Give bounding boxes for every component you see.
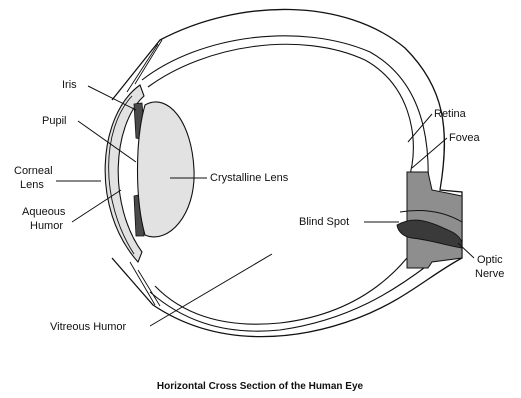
label-aqueous-humor-line2: Humor <box>30 220 63 232</box>
crystalline-lens <box>138 102 195 237</box>
label-corneal-lens-line1: Corneal <box>14 165 53 177</box>
label-blind-spot: Blind Spot <box>299 216 349 228</box>
label-optic-nerve-line1: Optic <box>477 254 503 266</box>
label-aqueous-humor-line1: Aqueous <box>22 206 66 218</box>
label-corneal-lens-line2: Lens <box>20 179 44 191</box>
label-pupil: Pupil <box>42 115 66 127</box>
diagram-caption: Horizontal Cross Section of the Human Ey… <box>157 381 364 392</box>
leader-vitreous-humor <box>150 254 272 326</box>
leader-fovea <box>412 138 447 168</box>
ciliary-top-lines <box>127 40 162 92</box>
label-crystalline-lens: Crystalline Lens <box>210 172 289 184</box>
label-fovea: Fovea <box>449 132 480 144</box>
label-retina: Retina <box>434 108 467 120</box>
label-iris: Iris <box>62 79 77 91</box>
label-optic-nerve-line2: Nerve <box>475 268 504 280</box>
label-vitreous-humor: Vitreous Humor <box>50 321 127 333</box>
